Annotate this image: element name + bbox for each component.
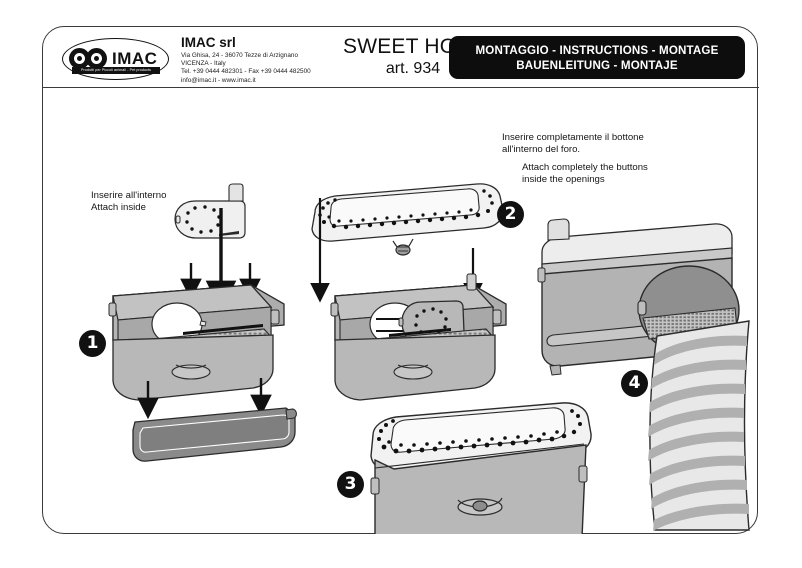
flexible-tunnel [648,320,750,531]
header-divider [43,87,759,88]
instructions-banner: MONTAGGIO - INSTRUCTIONS - MONTAGE BAUEN… [449,36,745,79]
vent-grille-piece [174,183,246,239]
imac-logo: IMAC Prodotti per Piccoli animali - Pet … [62,38,169,80]
company-phone: Tel. +39 0444 482301 - Fax +39 0444 4825… [181,68,311,76]
assembly-illustrations [108,183,750,568]
step-2-caption-it-1: Inserire completamente il bottone [502,132,644,143]
lid-button [395,244,411,256]
step-1-caption-en: Attach inside [91,202,146,214]
sheet-header: IMAC Prodotti per Piccoli animali - Pet … [43,27,759,88]
logo-tagline-banner: Prodotti per Piccoli animali - Pet produ… [72,67,160,74]
company-web: info@imac.it - www.imac.it [181,76,256,84]
tunnel-ribs [648,335,749,531]
step-1-arrows [180,263,261,301]
step-1-illustration [108,183,297,462]
vented-lid [311,183,504,256]
step-3-illustration [370,402,592,568]
step-1-tray-arrows [137,378,272,420]
owl-eyes-icon [69,48,109,70]
company-info: IMAC srl Via Ghisa, 24 - 36070 Tezze di … [181,35,351,85]
step-2-caption: Inserire completamente il bottone all'in… [502,132,648,187]
step-badge-2: 2 [497,201,524,228]
step-badge-1: 1 [79,330,106,357]
step-4-illustration [537,218,750,531]
instruction-sheet: IMAC Prodotti per Piccoli animali - Pet … [42,26,759,568]
step-2-caption-it-2: all'interno del foro. [502,144,581,156]
latch-button-3 [472,500,488,512]
owl-eye-left-icon [69,48,90,69]
insert-bar [183,324,263,335]
step-1-caption: Inserire all'interno Attach inside [91,190,166,215]
step-2-caption-en-2: inside the openings [522,174,605,186]
step-1-caption-it: Inserire all'interno [91,190,167,201]
company-address-line-2: VICENZA - Italy [181,60,226,68]
product-article-number: art. 934 [385,60,441,77]
logo-content: IMAC [69,43,162,75]
carrier-base-step-2 [330,273,507,401]
banner-line-2: BAUENLEITUNG - MONTAJE [516,58,678,72]
company-name: IMAC srl [181,35,236,50]
step-badge-4: 4 [621,370,648,397]
step-2-caption-en-1: Attach completely the buttons [522,161,648,173]
lid-vent-holes-3 [377,409,582,454]
step-2-illustration [310,183,507,401]
company-address-line-1: Via Ghisa, 24 - 36070 Tezze di Arzignano [181,52,299,59]
step-badge-3: 3 [337,471,364,498]
carrier-base-step-1 [108,284,285,401]
bottom-tray [132,407,297,462]
vent-holes [185,205,221,234]
logo-wordmark: IMAC [112,49,158,68]
lid-vent-holes [318,189,494,230]
owl-eye-right-icon [86,48,107,69]
banner-line-1: MONTAGGIO - INSTRUCTIONS - MONTAGE [475,43,719,57]
diagram-canvas: Inserire all'interno Attach inside Inser… [43,88,759,568]
